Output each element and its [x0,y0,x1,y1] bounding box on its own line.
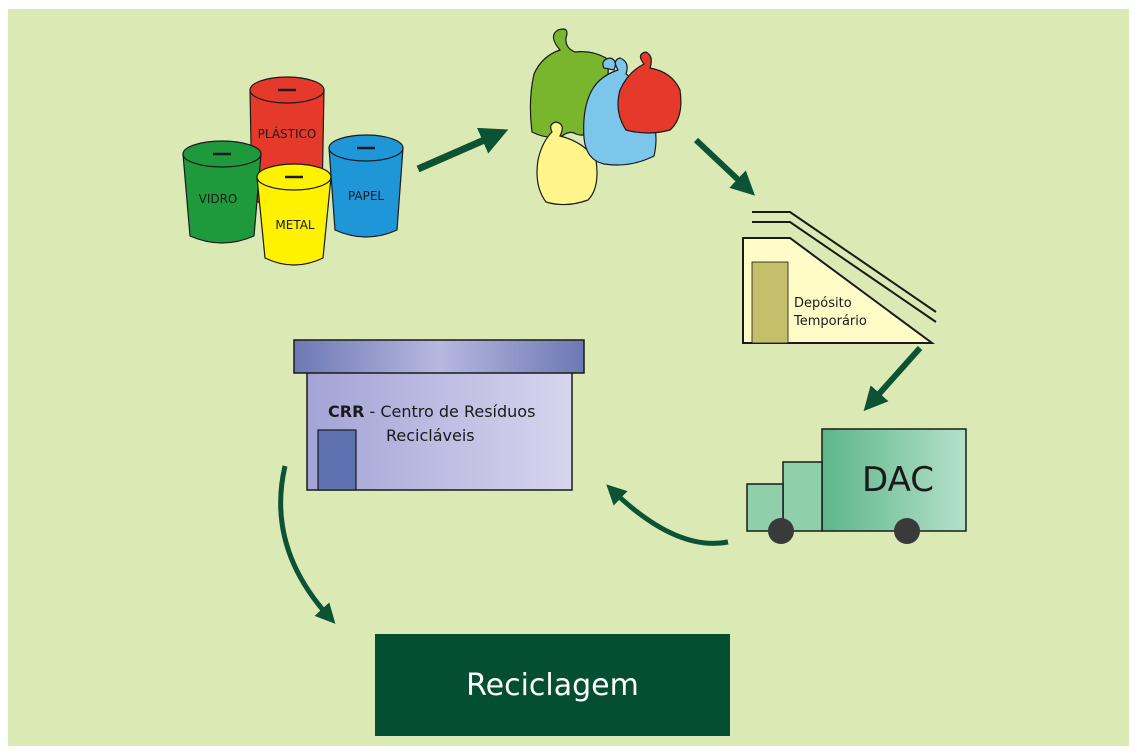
arrow-deposit-to-truck [863,346,923,412]
truck-dac [746,428,967,544]
reciclagem-label: Reciclagem [466,667,639,703]
crr-label-line1: - Centro de Resíduos [364,402,536,421]
bin-plastico-label: PLÁSTICO [257,127,317,141]
reciclagem-box: Reciclagem [375,634,730,736]
arrow-crr-to-reciclagem [278,465,336,624]
crr-label-line2: Recicláveis [386,426,475,445]
crr-building [293,339,585,491]
bin-vidro-label: VIDRO [198,192,238,206]
arrow-truck-to-crr [606,484,729,546]
bin-metal [256,163,332,266]
bin-vidro [182,140,262,244]
deposit-label-line2: Temporário [794,314,867,329]
deposit-label-line1: Depósito [794,296,852,311]
crr-abbr: CRR [328,402,365,421]
deposit-label: Depósito Temporário [794,295,867,331]
arrow-bags-to-deposit [693,137,755,196]
crr-label: CRR - Centro de Resíduos Recicláveis [328,400,535,448]
bags-cluster [529,28,682,206]
bin-papel-label: PAPEL [347,189,385,203]
bin-papel [328,134,404,238]
bin-metal-label: METAL [275,218,315,232]
arrow-bins-to-bags [416,127,509,173]
truck-label: DAC [862,460,934,500]
deposit-building [742,211,937,344]
